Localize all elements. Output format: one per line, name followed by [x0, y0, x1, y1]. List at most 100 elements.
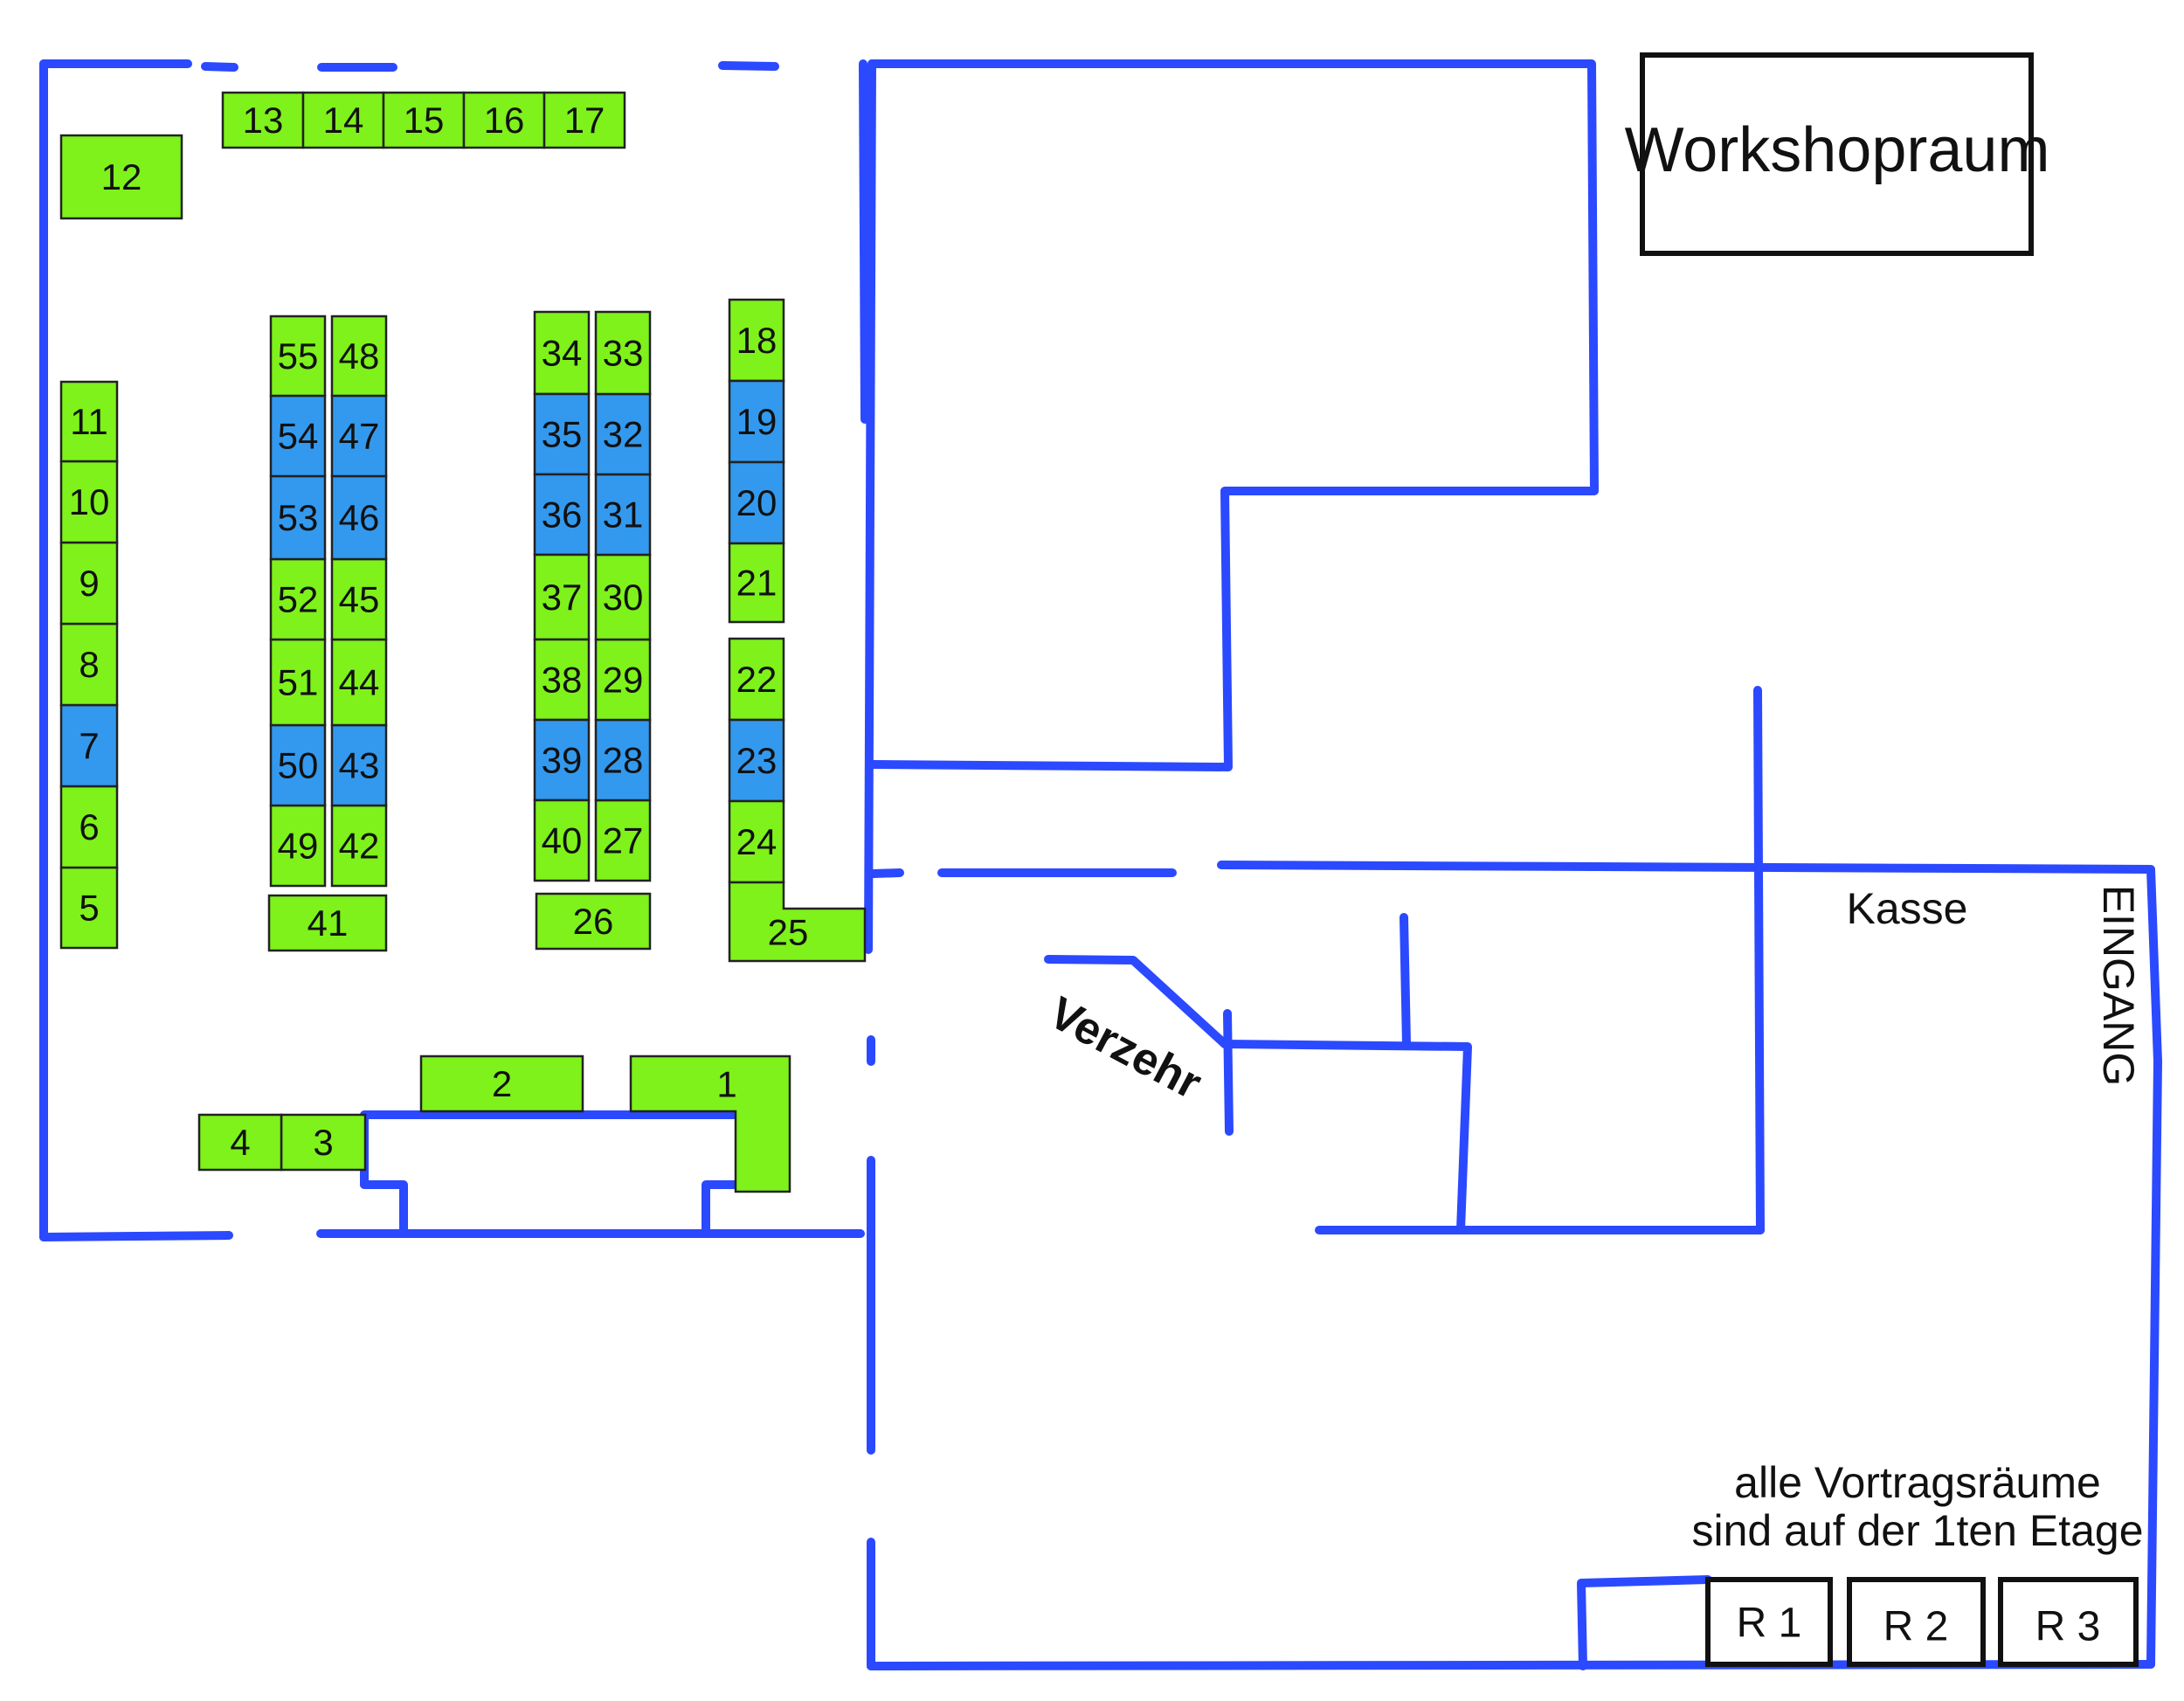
booth-10[interactable]: 10	[59, 460, 119, 544]
booth-11[interactable]: 11	[59, 380, 119, 463]
booth-shape	[728, 379, 785, 464]
workshop-room[interactable]: Workshopraum	[1625, 52, 2050, 256]
booth-20[interactable]: 20	[728, 460, 785, 545]
wall-room-annex	[1577, 1575, 1712, 1670]
booth-shape	[59, 703, 119, 788]
booth-43[interactable]: 43	[330, 723, 388, 807]
booth-40[interactable]: 40	[533, 799, 591, 882]
booth-31[interactable]: 31	[594, 473, 652, 557]
booth-27[interactable]: 27	[594, 799, 652, 882]
booth-34[interactable]: 34	[533, 310, 591, 396]
wall-verzehr-post	[1223, 1009, 1234, 1136]
booth-7[interactable]: 7	[59, 703, 119, 788]
booth-shape	[533, 553, 591, 641]
booth-53[interactable]: 53	[269, 474, 327, 561]
booth-42[interactable]: 42	[330, 804, 388, 888]
booth-30[interactable]: 30	[594, 553, 652, 641]
booth-25[interactable]: 25	[728, 881, 867, 963]
booth-label: 28	[603, 740, 644, 781]
booth-label: 14	[323, 100, 364, 141]
booth-16[interactable]: 16	[462, 91, 546, 149]
booth-49[interactable]: 49	[269, 804, 327, 888]
room-r3-box[interactable]	[1998, 1577, 2139, 1667]
room-r1-box[interactable]	[1705, 1577, 1833, 1667]
booth-37[interactable]: 37	[533, 553, 591, 641]
booth-shape	[59, 866, 119, 950]
booth-3[interactable]: 3	[280, 1113, 367, 1172]
booth-label: 54	[278, 416, 319, 457]
booth-label: 48	[339, 335, 380, 377]
booth-13[interactable]: 13	[221, 91, 305, 149]
booth-52[interactable]: 52	[269, 557, 327, 641]
booth-label: 18	[736, 320, 778, 361]
booth-51[interactable]: 51	[269, 638, 327, 727]
booth-33[interactable]: 33	[594, 310, 652, 396]
booth-2[interactable]: 2	[419, 1054, 584, 1113]
booth-shape	[330, 638, 388, 727]
booth-shape	[462, 91, 546, 149]
booth-21[interactable]: 21	[728, 542, 785, 624]
booth-label: 51	[278, 662, 319, 703]
booth-26[interactable]: 26	[535, 892, 652, 951]
booth-47[interactable]: 47	[330, 394, 388, 478]
booth-5[interactable]: 5	[59, 866, 119, 950]
booth-shape	[330, 315, 388, 398]
booth-shape	[59, 134, 183, 220]
booth-19[interactable]: 19	[728, 379, 785, 464]
booth-50[interactable]: 50	[269, 723, 327, 807]
booth-41[interactable]: 41	[267, 894, 388, 952]
booth-46[interactable]: 46	[330, 474, 388, 561]
booth-label: 8	[79, 644, 99, 685]
booth-24[interactable]: 24	[728, 799, 785, 884]
booth-23[interactable]: 23	[728, 718, 785, 803]
booth-35[interactable]: 35	[533, 392, 591, 476]
booth-shape	[197, 1113, 283, 1172]
booth-shape	[221, 91, 305, 149]
booth-9[interactable]: 9	[59, 541, 119, 626]
booth-1[interactable]: 1	[629, 1054, 791, 1193]
booth-14[interactable]: 14	[301, 91, 385, 149]
booth-label: 2	[492, 1063, 512, 1104]
booth-4[interactable]: 4	[197, 1113, 283, 1172]
booth-label: 41	[308, 902, 349, 944]
booth-label: 52	[278, 579, 319, 620]
booth-shape	[533, 799, 591, 882]
booth-8[interactable]: 8	[59, 622, 119, 707]
room-r2-box[interactable]	[1847, 1577, 1986, 1667]
booth-label: 37	[542, 577, 583, 618]
wall-right	[2146, 1057, 2162, 1669]
booth-shape	[533, 638, 591, 722]
booth-29[interactable]: 29	[594, 638, 652, 722]
booth-55[interactable]: 55	[269, 315, 327, 398]
wall-verzehr-stub	[1400, 913, 1411, 1048]
booth-shape	[533, 392, 591, 476]
booth-36[interactable]: 36	[533, 473, 591, 557]
booth-shape	[594, 718, 652, 802]
booth-22[interactable]: 22	[728, 637, 785, 722]
booth-45[interactable]: 45	[330, 557, 388, 641]
booth-32[interactable]: 32	[594, 392, 652, 476]
booth-shape	[330, 474, 388, 561]
booth-shape	[269, 723, 327, 807]
booth-shape	[728, 718, 785, 803]
booth-label: 30	[603, 577, 644, 618]
booth-48[interactable]: 48	[330, 315, 388, 398]
stage-foot-left	[360, 1180, 408, 1238]
booth-18[interactable]: 18	[728, 298, 785, 383]
booth-label: 5	[79, 888, 99, 929]
booth-38[interactable]: 38	[533, 638, 591, 722]
room-r3-label: R 3	[2035, 1604, 2101, 1650]
booth-44[interactable]: 44	[330, 638, 388, 727]
booth-shape	[594, 553, 652, 641]
wall-upper-room	[867, 59, 1599, 771]
booth-15[interactable]: 15	[382, 91, 466, 149]
booth-17[interactable]: 17	[543, 91, 626, 149]
booth-label: 25	[768, 912, 809, 953]
booth-54[interactable]: 54	[269, 394, 327, 478]
booth-39[interactable]: 39	[533, 718, 591, 802]
booth-6[interactable]: 6	[59, 785, 119, 869]
booth-28[interactable]: 28	[594, 718, 652, 802]
booth-shape	[533, 473, 591, 557]
booth-12[interactable]: 12	[59, 134, 183, 220]
